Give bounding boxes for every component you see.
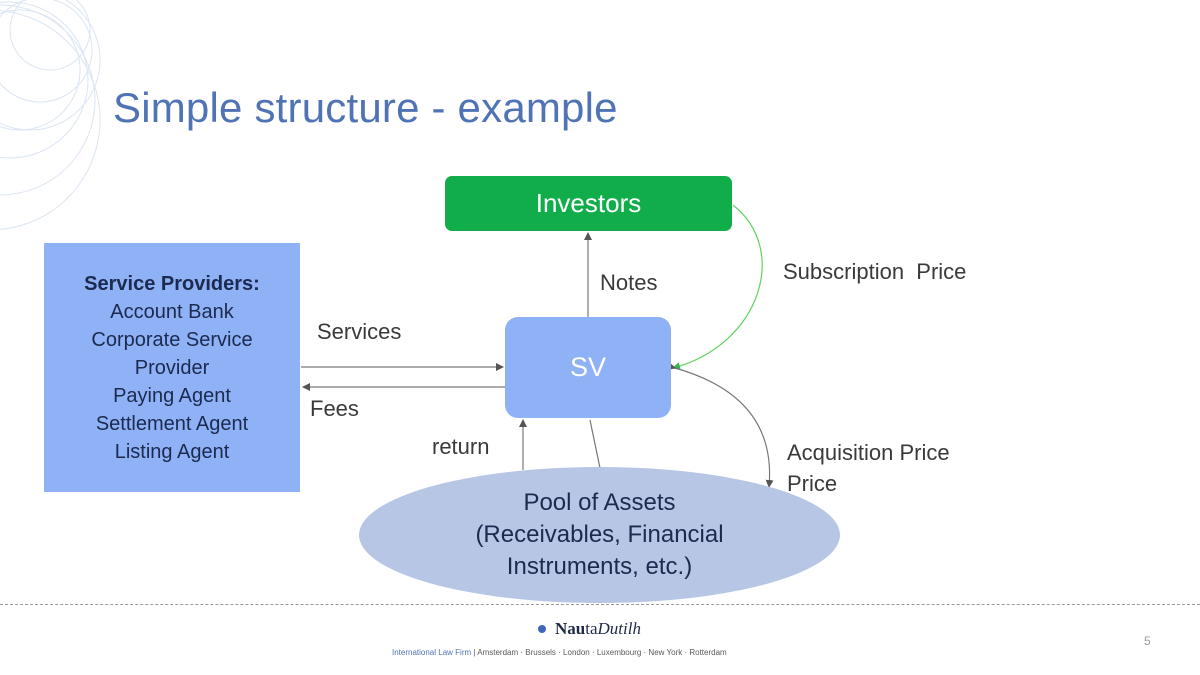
pool-line: Pool of Assets: [523, 489, 676, 516]
fees-label: Fees: [310, 396, 359, 421]
acquisition-price-label: Acquisition Price: [787, 440, 950, 465]
sv-label: SV: [569, 352, 607, 382]
logo-text-part1: Nau: [555, 619, 586, 638]
service-provider-item: Listing Agent: [114, 440, 230, 463]
service-provider-item: Provider: [134, 356, 210, 379]
services-label: Services: [317, 319, 402, 344]
logo-text-part3: Dutilh: [597, 619, 641, 638]
page-number: 5: [1144, 634, 1151, 648]
service-providers-box: Service Providers: Account Bank Corporat…: [44, 243, 300, 492]
footer-offices: Amsterdam · Brussels · London · Luxembou…: [477, 648, 727, 657]
footer-divider: [0, 604, 1200, 605]
service-provider-item: Account Bank: [110, 300, 234, 323]
pool-of-assets-ellipse: Pool of Assets (Receivables, Financial I…: [359, 467, 840, 603]
slide-title: Simple structure - example: [113, 84, 618, 131]
pool-line: Instruments, etc.): [506, 553, 693, 580]
investors-label: Investors: [535, 188, 642, 218]
service-provider-item: Settlement Agent: [95, 412, 249, 435]
footer-separator: |: [473, 648, 476, 657]
service-provider-item: Corporate Service: [91, 328, 253, 351]
subscription-price-arrow: [672, 204, 763, 371]
pool-line: (Receivables, Financial: [475, 521, 724, 548]
decorative-swirl-graphic: [0, 0, 101, 231]
investors-box: Investors: [445, 176, 732, 231]
footer-tagline: International Law Firm | Amsterdam · Bru…: [392, 648, 727, 657]
subscription-price-label: Subscription Price: [783, 259, 967, 284]
sv-box: SV: [505, 317, 671, 418]
logo-dot-icon: [538, 625, 546, 633]
logo-text-part2: ta: [585, 619, 598, 638]
notes-label: Notes: [600, 270, 658, 295]
price-label: Price: [787, 471, 838, 496]
footer-firm: International Law Firm: [392, 648, 472, 657]
service-providers-heading: Service Providers:: [84, 272, 260, 295]
sv-to-pool-line: [589, 419, 601, 469]
return-label: return: [432, 434, 490, 459]
acquisition-price-arrow: [667, 362, 774, 488]
service-provider-item: Paying Agent: [113, 384, 231, 407]
